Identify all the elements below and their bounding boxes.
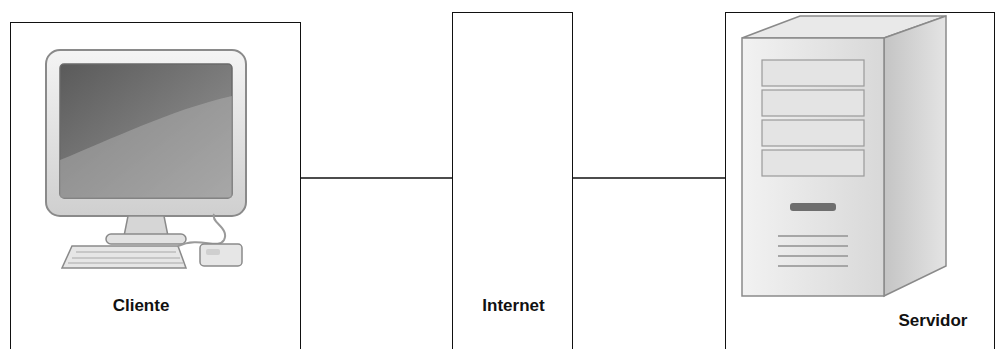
keyboard-keys (68, 252, 183, 263)
box-label: Servidor (899, 311, 968, 331)
client-box: Cliente (10, 22, 301, 349)
drive-bay (762, 120, 864, 146)
vent-lines (778, 236, 848, 266)
monitor-base (106, 234, 186, 244)
internet-box: Internet (452, 12, 573, 349)
monitor-bezel (46, 50, 246, 216)
mouse (200, 244, 242, 266)
tower-front (742, 38, 884, 296)
connector-line (573, 177, 725, 179)
box-label: Cliente (113, 296, 170, 316)
connector-line (301, 177, 452, 179)
screen-glare (60, 96, 232, 198)
drive-bay (762, 90, 864, 116)
server-box: Servidor (725, 12, 995, 349)
box-label: Internet (482, 296, 544, 316)
tower-side (884, 16, 946, 296)
keyboard (62, 246, 186, 268)
drive-bay (762, 60, 864, 86)
mouse-cable (178, 214, 225, 246)
drive-bay (762, 150, 864, 176)
drive-slot (790, 203, 836, 211)
monitor-neck (124, 216, 168, 236)
mouse-button (206, 249, 220, 255)
monitor-screen (60, 64, 232, 198)
